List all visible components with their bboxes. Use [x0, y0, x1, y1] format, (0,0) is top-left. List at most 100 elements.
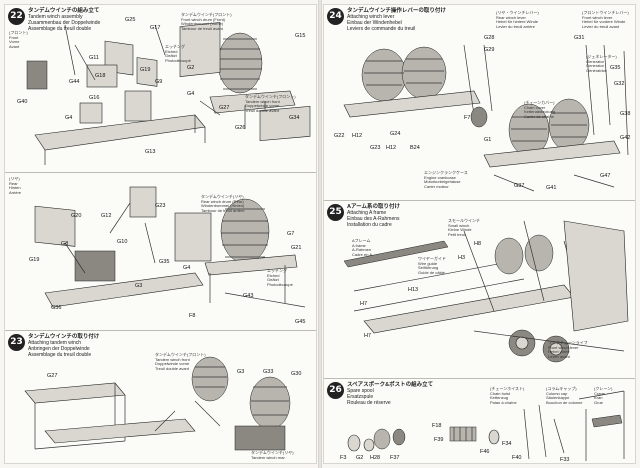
part-label: G4	[183, 265, 191, 271]
winch-lever-drawing	[343, 44, 629, 192]
rear-label: (リヤ) Rear Hinten Arrière	[9, 176, 22, 195]
part-label: G12	[101, 213, 112, 219]
winch-rear-exploded-drawing	[34, 186, 306, 308]
spare-spool-drawing	[347, 390, 625, 461]
step-25: 25 Aアーム系の取り付け Attaching A frame Einbau d…	[324, 201, 635, 379]
winch-mounting-drawing	[24, 356, 291, 451]
part-label: G18	[95, 73, 106, 79]
part-label: G3	[237, 369, 245, 375]
part-label: F46	[480, 449, 490, 455]
a-frame-drawing	[343, 220, 629, 363]
part-label: H28	[370, 455, 381, 461]
part-label: B24	[410, 145, 420, 151]
part-label: G4	[65, 115, 73, 121]
step-26: 26 スペアスポーク&ポストの組み立て Spare spool Ersatzsp…	[324, 379, 635, 463]
step-23: 23 タンデムウインチの取り付け Attaching tandem winch …	[5, 331, 316, 463]
part-label: G37	[514, 183, 525, 189]
part-label: G2	[356, 455, 364, 461]
right-page: 24 タンデムウインチ操作レバーの取り付け Attaching winch le…	[323, 4, 636, 464]
part-label: G20	[71, 213, 82, 219]
part-label: F39	[434, 437, 444, 443]
callout-note: タンデムウインチ(フロント)Front winch drum (Front)Wi…	[181, 12, 232, 31]
left-page: 22 タンデムウインチの組み立て Tandem winch assembly Z…	[4, 4, 317, 464]
part-label: G19	[29, 257, 40, 263]
part-label: G17	[150, 25, 161, 31]
step-number-badge: 24	[327, 8, 344, 25]
step-24: 24 タンデムウインチ操作レバーの取り付け Attaching winch le…	[324, 5, 635, 201]
part-label: G33	[263, 369, 274, 375]
part-label: H12	[352, 133, 363, 139]
part-label: G21	[291, 245, 302, 251]
part-label: G27	[47, 373, 58, 379]
part-label: G41	[546, 185, 557, 191]
step-title: タンデムウインチ操作レバーの取り付け Attaching winch lever…	[347, 8, 446, 32]
part-label: G28	[484, 35, 495, 41]
callout-note: タンデムウインチ(リヤ)Rear winch drum (Rear)Winden…	[201, 194, 245, 213]
part-label: H3	[458, 255, 466, 261]
part-label: G1	[484, 137, 492, 143]
step-number-badge: 26	[327, 382, 344, 399]
part-label: F34	[502, 441, 512, 447]
part-label: F40	[512, 455, 522, 461]
part-label: H8	[474, 241, 482, 247]
part-label: G16	[89, 95, 100, 101]
front-label: (フロント) Front Vorne Avant	[9, 30, 28, 49]
part-label: G15	[295, 33, 306, 39]
step-22-rear: (リヤ) Rear Hinten Arrière G23 G12 G20 G8 …	[5, 173, 316, 331]
step-number-badge: 25	[327, 204, 344, 221]
part-label: H13	[408, 287, 419, 293]
part-label: G47	[600, 173, 611, 179]
part-label: G40	[17, 99, 28, 105]
part-label: G31	[574, 35, 585, 41]
part-label: G34	[289, 115, 300, 121]
part-label: F8	[189, 313, 196, 319]
part-label: G44	[69, 79, 80, 85]
part-label: G27	[219, 105, 230, 111]
part-label: H7	[360, 301, 368, 307]
step-number-badge: 23	[8, 334, 25, 351]
step-title: タンデムウインチの取り付け Attaching tandem winch Anb…	[28, 334, 100, 358]
part-label: G36	[51, 305, 62, 311]
part-label: G26	[235, 125, 246, 131]
part-label: H7	[364, 333, 372, 339]
part-label: G42	[620, 135, 631, 141]
step-title: スペアスポーク&ポストの組み立て Spare spool Ersatzspule…	[347, 382, 434, 406]
part-label: G23	[155, 203, 166, 209]
step-22-front: 22 タンデムウインチの組み立て Tandem winch assembly Z…	[5, 5, 316, 173]
part-label: F18	[432, 423, 442, 429]
callout-note: タンデムウインチ(リヤ)Tandem winch rear	[251, 450, 294, 460]
part-label: G2	[187, 65, 195, 71]
book-gutter	[318, 0, 322, 468]
part-label: H12	[386, 145, 397, 151]
part-label: G35	[159, 259, 170, 265]
part-label: G7	[287, 231, 295, 237]
step-title: タンデムウインチの組み立て Tandem winch assembly Zusa…	[28, 8, 101, 32]
part-label: F3	[340, 455, 347, 461]
part-label: G3	[135, 283, 143, 289]
part-label: G4	[187, 91, 195, 97]
part-label: G13	[145, 149, 156, 155]
part-label: G24	[390, 131, 401, 137]
part-label: G11	[89, 55, 99, 61]
part-label: G38	[620, 111, 631, 117]
part-label: F7	[464, 115, 471, 121]
part-label: F37	[390, 455, 400, 461]
part-label: G30	[291, 371, 302, 377]
part-label: G9	[155, 79, 163, 85]
part-label: G32	[614, 81, 625, 87]
step-number-badge: 22	[8, 8, 25, 25]
part-label: G25	[125, 17, 136, 23]
